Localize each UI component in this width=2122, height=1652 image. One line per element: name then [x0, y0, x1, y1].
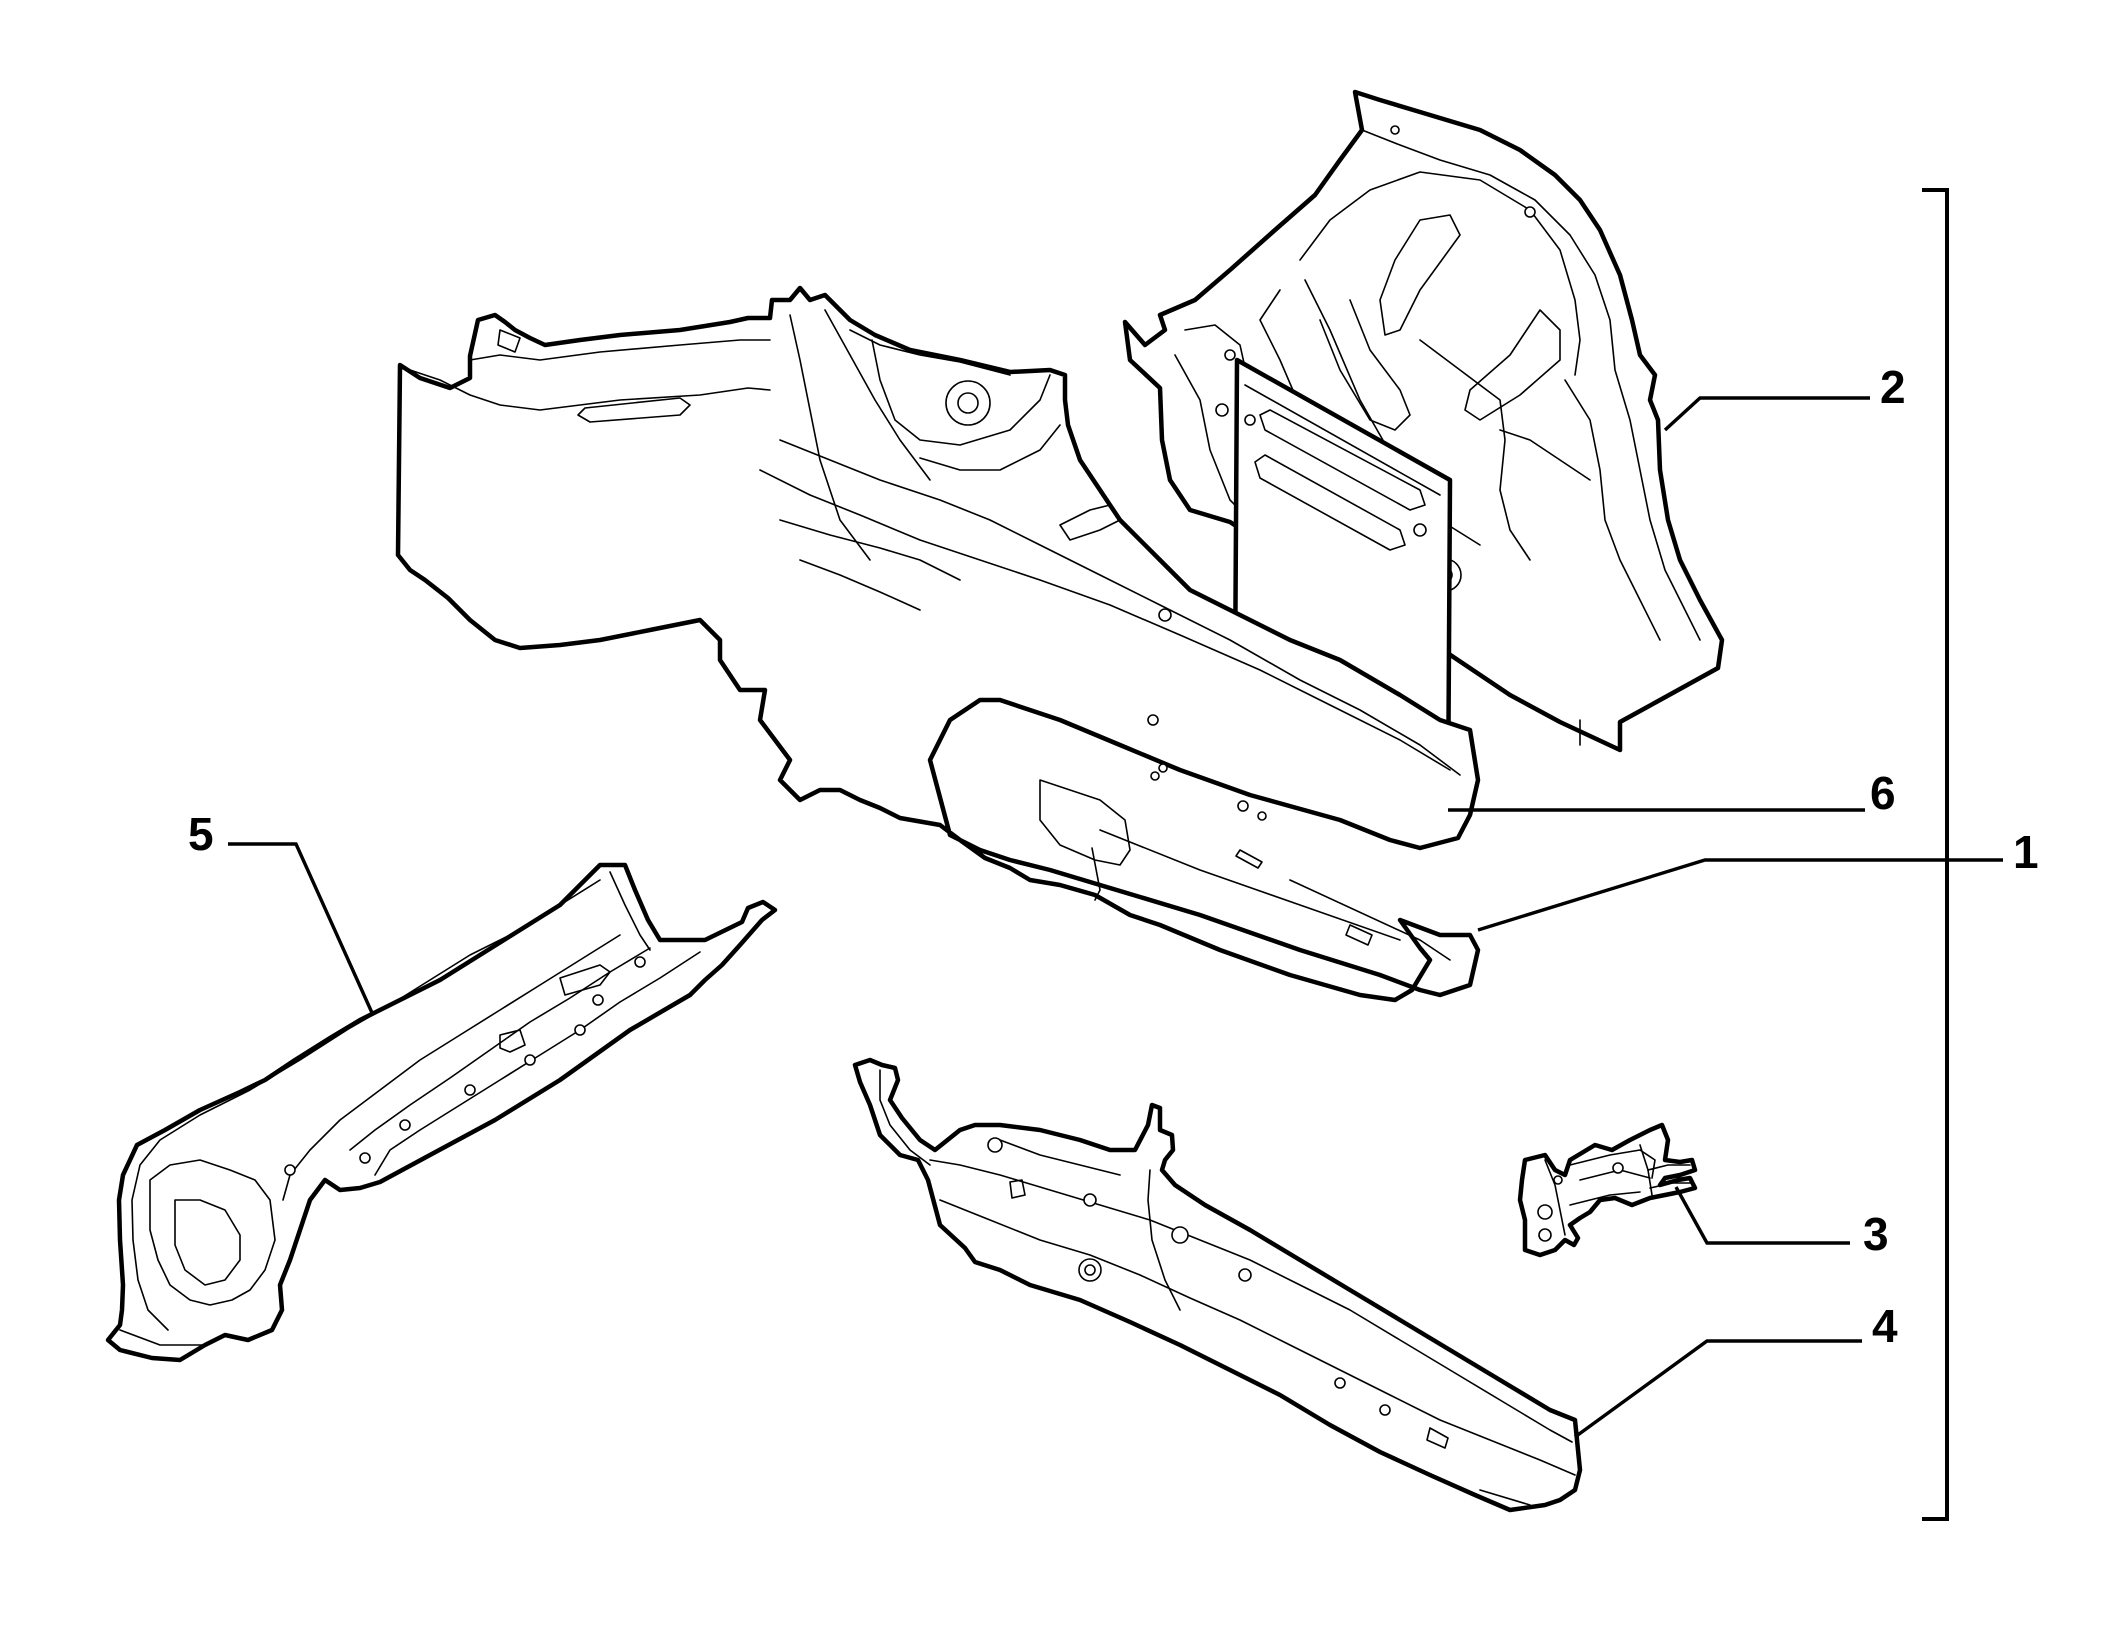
part-5-rear-side-rail[interactable]	[105, 862, 778, 1363]
part-3-mounting-bracket[interactable]	[1517, 1122, 1698, 1258]
callout-2: 2	[1880, 361, 1906, 413]
leader-1	[1477, 858, 2003, 932]
leader-lines	[228, 396, 2003, 1439]
callout-3: 3	[1863, 1208, 1889, 1260]
leader-2	[1663, 396, 1870, 432]
callout-6: 6	[1870, 767, 1896, 819]
leader-5	[228, 842, 375, 1016]
callout-5: 5	[188, 808, 214, 860]
leader-3	[1674, 1186, 1850, 1245]
callout-1: 1	[2013, 826, 2039, 878]
callout-4: 4	[1872, 1300, 1898, 1352]
part-1-front-side-member[interactable]	[395, 285, 1481, 1003]
leader-4	[1574, 1339, 1862, 1439]
callout-labels: 1 2 3 4 5 6	[188, 361, 2039, 1352]
part-4-lower-rail[interactable]	[852, 1057, 1583, 1513]
assembly-bracket	[1922, 188, 1949, 1521]
